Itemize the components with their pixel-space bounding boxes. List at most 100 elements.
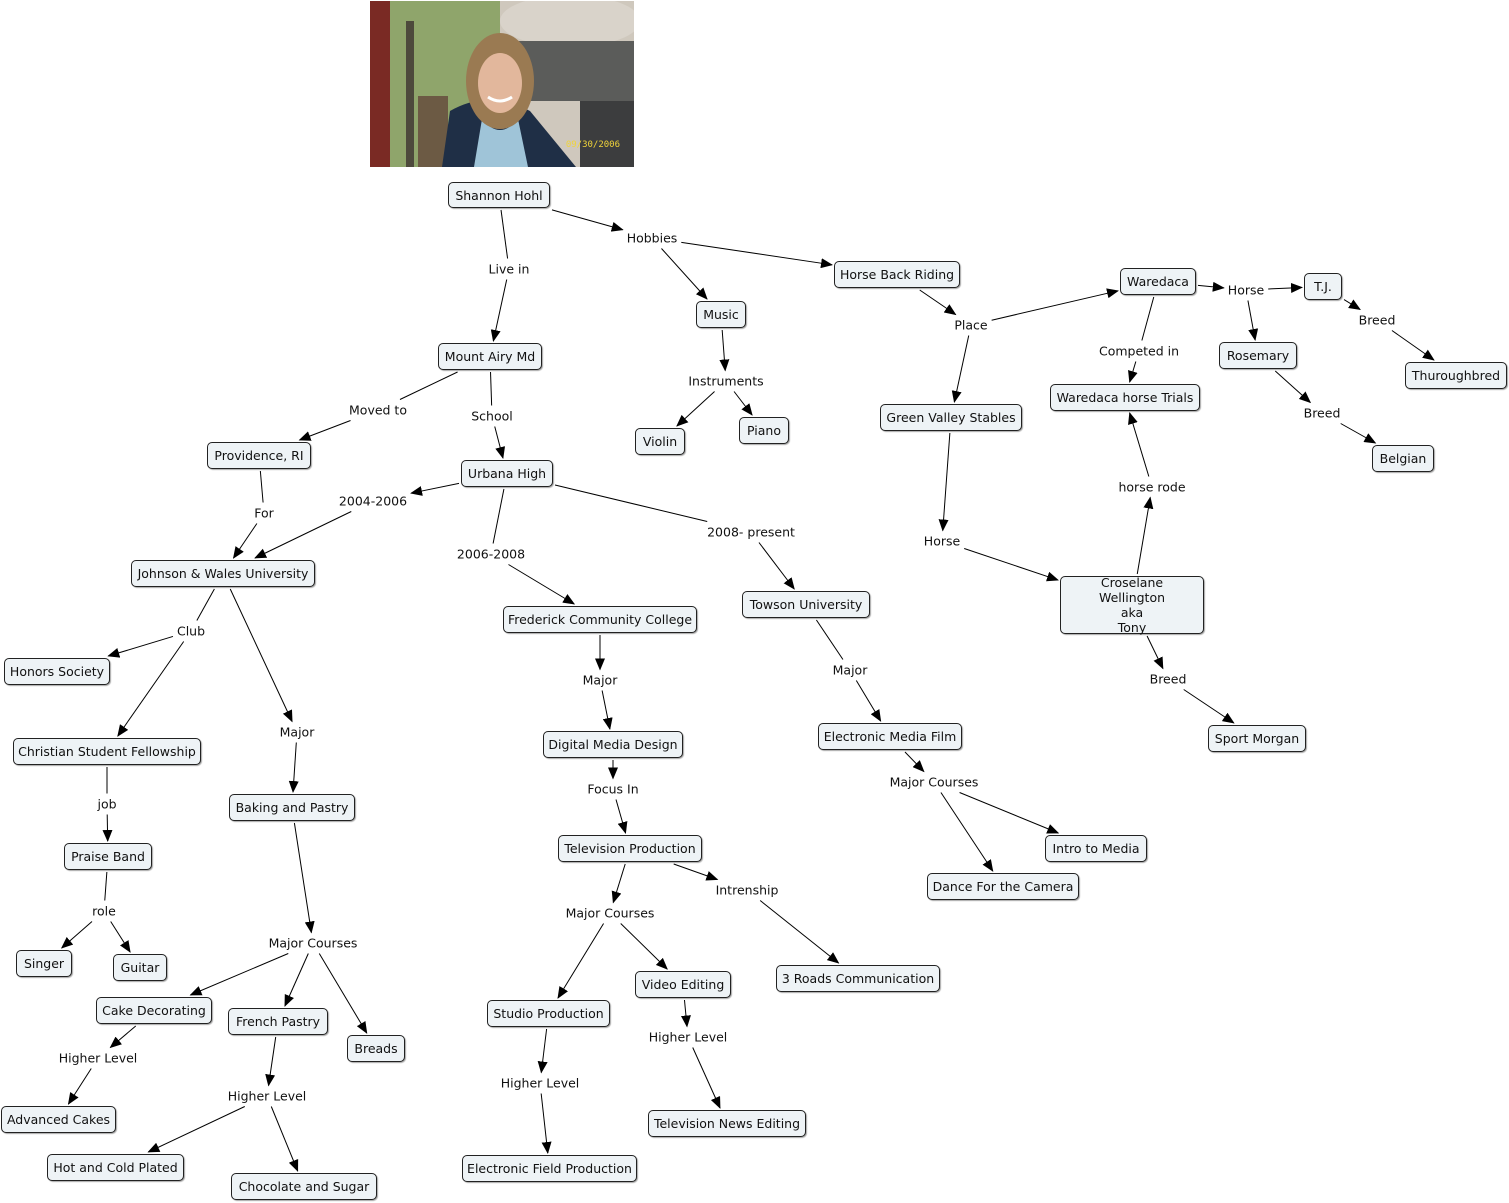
link-intrenship: Intrenship <box>714 882 780 898</box>
link-breed-tj: Breed <box>1357 312 1397 328</box>
link-higher-level-french: Higher Level <box>226 1088 308 1104</box>
connector-for-to-jwu <box>232 523 258 559</box>
connector-focus_in-to-tvprod <box>615 799 628 834</box>
connector-higher_french-to-hot_cold <box>147 1106 245 1153</box>
concept-piano[interactable]: Piano <box>739 417 789 444</box>
concept-urbana-high[interactable]: Urbana High <box>461 460 553 487</box>
connector-tvprod-to-intrenship <box>673 863 719 881</box>
link-role: role <box>91 903 117 919</box>
connector-major_courses_emf-to-dance <box>940 792 994 872</box>
connector-emf-to-major_courses_emf <box>904 751 925 773</box>
concept-honors-society[interactable]: Honors Society <box>4 658 110 685</box>
concept-dance-for-the-camera[interactable]: Dance For the Camera <box>927 873 1079 900</box>
link-focus-in: Focus In <box>586 781 640 797</box>
connector-horse_w-to-tj <box>1268 282 1303 293</box>
connector-major_courses_tv-to-video <box>620 923 668 970</box>
concept-television-production[interactable]: Television Production <box>558 835 702 862</box>
connector-club-to-honors <box>107 635 174 658</box>
concept-tony-text: Croselane Wellington aka Tony <box>1098 575 1166 635</box>
concept-croselane-wellington[interactable]: Croselane Wellington aka Tony <box>1060 575 1204 635</box>
concept-advanced-cakes[interactable]: Advanced Cakes <box>1 1106 116 1133</box>
concept-thoroughbred[interactable]: Thuroughbred <box>1405 362 1507 389</box>
connector-cake-to-higher_cake <box>109 1025 137 1049</box>
concept-music[interactable]: Music <box>696 301 746 328</box>
link-horse-green-valley: Horse <box>922 533 962 549</box>
connector-place-to-green_valley <box>951 335 970 403</box>
connector-major_courses_jwu-to-breads <box>318 953 368 1034</box>
connector-major_courses_tv-to-studio <box>557 923 605 999</box>
connector-job-to-praise <box>102 814 113 842</box>
concept-belgian[interactable]: Belgian <box>1372 445 1434 472</box>
concept-tj[interactable]: T.J. <box>1304 273 1342 300</box>
concept-intro-to-media[interactable]: Intro to Media <box>1045 835 1147 862</box>
connector-music-to-instruments <box>719 329 730 372</box>
concept-towson-university[interactable]: Towson University <box>742 591 870 618</box>
connector-praise-to-role <box>104 871 108 901</box>
concept-mount-airy[interactable]: Mount Airy Md <box>438 343 542 370</box>
concept-3-roads-communication[interactable]: 3 Roads Communication <box>776 965 940 992</box>
concept-green-valley-stables[interactable]: Green Valley Stables <box>880 404 1022 431</box>
concept-studio-production[interactable]: Studio Production <box>487 1000 610 1027</box>
concept-breads[interactable]: Breads <box>347 1035 405 1062</box>
concept-video-editing[interactable]: Video Editing <box>635 971 731 998</box>
connector-higher_french-to-choc <box>270 1106 299 1172</box>
concept-chocolate-sugar[interactable]: Chocolate and Sugar <box>231 1173 377 1200</box>
connector-tony-to-horse_rode <box>1136 496 1154 575</box>
connector-horse_riding-to-place <box>919 289 957 316</box>
link-major-fcc: Major <box>581 672 619 688</box>
connector-place-to-waredaca <box>991 288 1119 321</box>
concept-singer[interactable]: Singer <box>16 950 72 977</box>
concept-hot-cold-plated[interactable]: Hot and Cold Plated <box>47 1154 184 1181</box>
concept-rosemary[interactable]: Rosemary <box>1219 342 1297 369</box>
concept-johnson-wales[interactable]: Johnson & Wales University <box>131 560 315 587</box>
connector-higher_cake-to-adv_cakes <box>67 1068 92 1105</box>
link-2006-2008: 2006-2008 <box>455 546 527 562</box>
link-school: School <box>470 408 514 424</box>
connector-urbana-to-y2004 <box>410 482 460 496</box>
concept-television-news-editing[interactable]: Television News Editing <box>648 1110 806 1137</box>
connector-waredaca-to-competed_in <box>1141 296 1155 341</box>
profile-photo: 09/30/2006 <box>370 1 634 167</box>
concept-french-pastry[interactable]: French Pastry <box>228 1008 328 1035</box>
connector-tj-to-breed_tj <box>1343 299 1361 311</box>
link-major-jwu: Major <box>278 724 316 740</box>
concept-horse-back-riding[interactable]: Horse Back Riding <box>834 261 960 288</box>
concept-waredaca[interactable]: Waredaca <box>1120 268 1196 295</box>
link-hobbies: Hobbies <box>625 230 679 246</box>
connector-jwu-to-major_jwu <box>229 588 293 723</box>
concept-shannon-hohl[interactable]: Shannon Hohl <box>448 182 550 208</box>
connector-shannon-to-hobbies <box>551 209 624 232</box>
concept-baking-pastry[interactable]: Baking and Pastry <box>229 794 355 821</box>
concept-sport-morgan[interactable]: Sport Morgan <box>1208 725 1306 752</box>
concept-electronic-media-film[interactable]: Electronic Media Film <box>818 723 962 750</box>
connector-tony-to-breed_tony <box>1146 635 1164 670</box>
concept-electronic-field-production[interactable]: Electronic Field Production <box>462 1155 637 1182</box>
concept-digital-media-design[interactable]: Digital Media Design <box>543 731 683 758</box>
connector-moved_to-to-providence <box>298 420 351 441</box>
connector-club-to-csf <box>117 641 185 737</box>
concept-frederick-community-college[interactable]: Frederick Community College <box>503 606 697 633</box>
concept-waredaca-horse-trials[interactable]: Waredaca horse Trials <box>1050 384 1200 411</box>
connector-intrenship-to-three_roads <box>759 900 840 964</box>
link-major-courses-jwu: Major Courses <box>267 935 359 951</box>
link-breed-rosemary: Breed <box>1302 405 1342 421</box>
link-higher-level-cake: Higher Level <box>57 1050 139 1066</box>
connector-hobbies-to-horse_riding <box>681 241 833 269</box>
concept-providence[interactable]: Providence, RI <box>207 442 311 469</box>
link-horse-rode: horse rode <box>1117 479 1187 495</box>
link-breed-tony: Breed <box>1148 671 1188 687</box>
link-major-courses-emf: Major Courses <box>888 774 980 790</box>
connector-urbana-to-y2008 <box>554 484 708 522</box>
concept-cake-decorating[interactable]: Cake Decorating <box>96 997 212 1024</box>
link-2008-present: 2008- present <box>706 524 796 540</box>
connector-major_towson-to-emf <box>855 680 882 722</box>
connector-mount_airy-to-school <box>490 371 493 406</box>
concept-praise-band[interactable]: Praise Band <box>64 843 152 870</box>
connector-live_in-to-mount_airy <box>490 279 508 342</box>
connector-shannon-to-live_in <box>500 209 509 259</box>
concept-christian-student-fellowship[interactable]: Christian Student Fellowship <box>13 738 201 765</box>
concept-guitar[interactable]: Guitar <box>113 954 167 981</box>
concept-violin[interactable]: Violin <box>635 428 685 455</box>
